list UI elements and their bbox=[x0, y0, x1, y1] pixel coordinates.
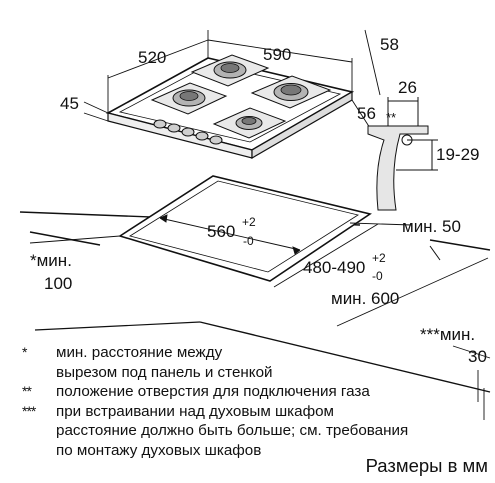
dim-min-30-value: 30 bbox=[468, 347, 487, 366]
footnote-line: расстояние должно быть больше; см. требо… bbox=[56, 422, 409, 440]
burner-back-right bbox=[250, 75, 332, 109]
dim-min-30-label: ***мин. bbox=[420, 325, 475, 344]
footnote-line: при встраивании над духовым шкафом bbox=[56, 402, 334, 420]
hob-dimension-lines bbox=[83, 29, 381, 129]
burner-front-left bbox=[150, 82, 228, 115]
footnote-line: положение отверстия для подключения газа bbox=[56, 383, 370, 401]
dim-min-600: мин. 600 bbox=[331, 289, 399, 308]
dim-side-56: 56 bbox=[357, 104, 376, 123]
dim-width-520: 520 bbox=[138, 48, 166, 67]
dim-gas-26: 26 bbox=[398, 78, 417, 97]
burner-front-right bbox=[212, 107, 287, 139]
units-caption: Размеры в мм bbox=[365, 455, 488, 476]
footnote-mark: *** bbox=[22, 402, 36, 419]
dim-min-50: мин. 50 bbox=[402, 217, 461, 236]
footnote-mark: ** bbox=[22, 383, 32, 400]
knob bbox=[153, 119, 167, 129]
knob bbox=[195, 131, 209, 141]
cutout-dimension-lines bbox=[29, 214, 491, 420]
dim-cutout-560: 560 bbox=[207, 222, 235, 241]
footnote-1: * мин. расстояние между вырезом под пане… bbox=[22, 343, 492, 382]
knob bbox=[209, 135, 223, 145]
footnote-mark: * bbox=[22, 344, 28, 360]
footnote-2: ** положение отверстия для подключения г… bbox=[22, 382, 492, 402]
countertop bbox=[19, 175, 491, 393]
dim-cutout-480-490: 480-490 bbox=[303, 258, 365, 277]
dim-depth-58: 58 bbox=[380, 35, 399, 54]
gas-connection-detail bbox=[367, 97, 438, 211]
dim-cutout-480-tol-minus: -0 bbox=[372, 269, 383, 283]
dim-cutout-480-tol-plus: +2 bbox=[372, 251, 386, 265]
dim-cutout-560-tol-plus: +2 bbox=[242, 215, 256, 229]
dim-min-100-label: *мин. bbox=[30, 251, 72, 270]
dim-width-590: 590 bbox=[263, 45, 291, 64]
control-knobs bbox=[153, 119, 223, 145]
footnote-3: *** при встраивании над духовым шкафом р… bbox=[22, 402, 492, 461]
dim-gas-19-29: 19-29 bbox=[436, 145, 479, 164]
knob bbox=[181, 127, 195, 137]
cutout-opening bbox=[118, 175, 372, 282]
footnote-line: по монтажу духовых шкафов bbox=[56, 441, 262, 459]
footnotes: * мин. расстояние между вырезом под пане… bbox=[22, 343, 492, 461]
dim-cutout-560-tol-minus: -0 bbox=[243, 234, 254, 248]
gas-position-marker: ** bbox=[386, 110, 396, 125]
footnote-line: мин. расстояние между bbox=[56, 344, 223, 361]
burner-back-left bbox=[190, 54, 270, 87]
dim-min-100-value: 100 bbox=[44, 274, 72, 293]
footnote-line: вырезом под панель и стенкой bbox=[56, 363, 273, 381]
knob bbox=[167, 123, 181, 133]
dim-height-45: 45 bbox=[60, 94, 79, 113]
